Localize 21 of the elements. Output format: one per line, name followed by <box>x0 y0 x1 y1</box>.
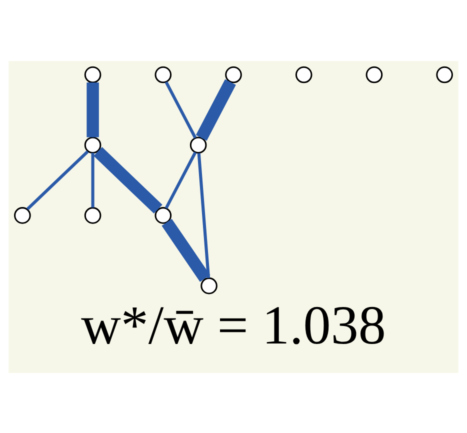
connector <box>164 151 197 208</box>
connector <box>197 152 210 278</box>
connector <box>164 80 197 138</box>
node-circle <box>200 276 218 294</box>
node-circle <box>190 136 207 154</box>
connector <box>94 146 162 214</box>
node-circle <box>295 66 312 83</box>
node-circle <box>14 206 31 224</box>
node-circle <box>84 66 102 83</box>
node-circle <box>84 206 102 224</box>
node-circle <box>366 66 383 83</box>
node-circle <box>154 66 172 83</box>
connector <box>196 78 236 140</box>
connector <box>26 150 89 210</box>
node-circle <box>84 136 102 154</box>
node-circle <box>225 66 242 83</box>
node-circle <box>154 206 172 224</box>
node-circle <box>436 66 453 83</box>
connector <box>91 152 94 208</box>
caption: w*/w̄ = 1.038 <box>81 294 386 356</box>
connector <box>86 82 99 137</box>
